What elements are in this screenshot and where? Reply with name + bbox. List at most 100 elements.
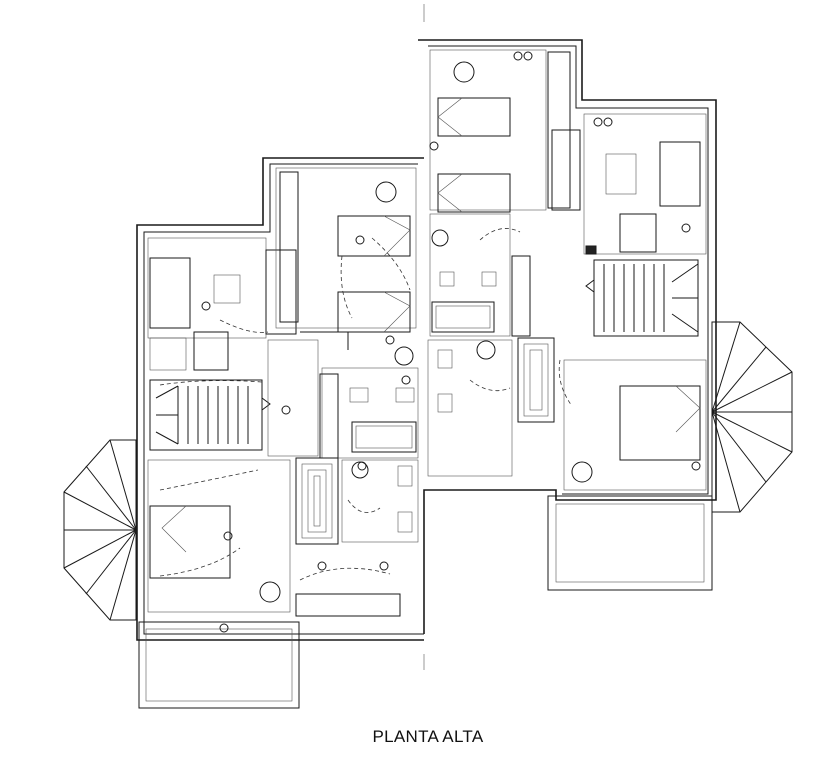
light-point-icon [317,561,327,571]
hall-swing-left [159,380,263,386]
bedroom-1 [147,237,267,339]
table-right [605,153,637,195]
bed-2b-fold [383,291,411,333]
stairs-left [149,379,263,451]
shower-left-inner-2 [307,469,327,533]
ceiling-lamp-icon [513,51,523,61]
door-swing-3b [159,547,241,577]
nightstand-1 [213,274,241,304]
wc-left [341,459,419,543]
right-unit-outer-wall [418,39,717,634]
toilet-right [439,271,455,287]
shaft-right [511,255,531,337]
shower-left-inner-3 [313,475,321,527]
bed-4b-fold [437,173,463,213]
round-table-3 [259,581,281,603]
bath2-bidet-right [437,393,453,413]
door-swing-3 [159,469,259,491]
light-point-icon [357,461,367,471]
round-table-2 [375,181,397,203]
light-point-icon [223,531,233,541]
round-table-5 [571,461,593,483]
stairs-arrow-right [585,279,595,293]
bath2-right [427,339,513,477]
wardrobe-1 [265,249,297,335]
light-point-icon [219,623,229,633]
light-point-icon [281,405,291,415]
shaft-left [319,373,339,459]
round-table-right [681,223,691,233]
bed-4a [437,97,511,137]
door-swing-5 [558,359,573,407]
stairs-arrow-left [261,397,271,411]
bathtub-right-inner [435,305,491,329]
door-swing-3c [299,567,391,581]
bath2-toilet-right [437,349,453,369]
bed-2a-fold [383,215,411,257]
shower-right [517,337,555,423]
wardrobe-3 [295,593,401,617]
chair-1 [149,337,187,371]
bed-2a [337,215,411,257]
bed-4a-fold [437,97,463,137]
wc-toilet-left [397,465,413,487]
light-point-icon [379,561,389,571]
light-point-icon [401,375,411,385]
bedroom-4 [429,49,547,211]
toilet-left [395,387,415,403]
bed-5 [619,385,701,461]
door-swing-right-1 [479,228,521,241]
socket-icon [429,141,439,151]
bidet-right [481,271,497,287]
bathtub-left [351,421,417,453]
bed-3-fold [161,505,187,553]
bay-window-right [711,321,793,513]
bathtub-left-inner [355,425,413,449]
left-terrace-inner [145,628,293,702]
shower-right-inner-1 [523,343,549,417]
basin-left [394,346,414,366]
right-terrace-inner [555,503,705,583]
door-swing-bath2 [469,379,511,392]
bath-left [321,367,419,459]
bed-3 [149,505,231,579]
sofa-right [659,141,701,207]
light-point-icon [385,335,395,345]
bay-window-right-rays [711,321,793,513]
shower-right-inner-2 [529,349,543,411]
wardrobe-4b [551,129,581,211]
bathtub-right [431,301,495,333]
bay-window-left-rays [63,439,137,621]
right-terrace [547,495,713,591]
left-unit [63,157,424,709]
bed-5-fold [675,385,701,433]
stairs-right-treads [603,263,699,333]
light-points-left [201,235,411,633]
stairs-left-treads [155,385,249,445]
shower-left-inner-1 [301,463,333,539]
corridor-left [267,339,319,457]
bed-2b [337,291,411,333]
wardrobe-2 [279,171,299,323]
left-terrace [138,621,300,709]
shower-left [295,457,339,545]
light-point-icon [355,235,365,245]
ceiling-lamp-icon [593,117,603,127]
ceiling-fixtures-right [429,51,701,471]
door-swing-1 [219,319,269,333]
light-point-icon [201,301,211,311]
door-swing-2b [371,237,411,291]
desk-1 [193,331,229,371]
chair-right [619,213,657,253]
left-unit-inner-wall [143,163,424,635]
ceiling-lamp-icon [603,117,613,127]
drawing-title: PLANTA ALTA [372,727,484,746]
study-right [583,113,707,255]
right-unit-inner-wall [428,45,709,495]
bedroom-2 [275,167,417,329]
bedroom-3 [147,459,291,613]
bath-right [429,213,511,337]
stair-marker-right [585,245,597,255]
door-swing-2 [340,255,353,319]
